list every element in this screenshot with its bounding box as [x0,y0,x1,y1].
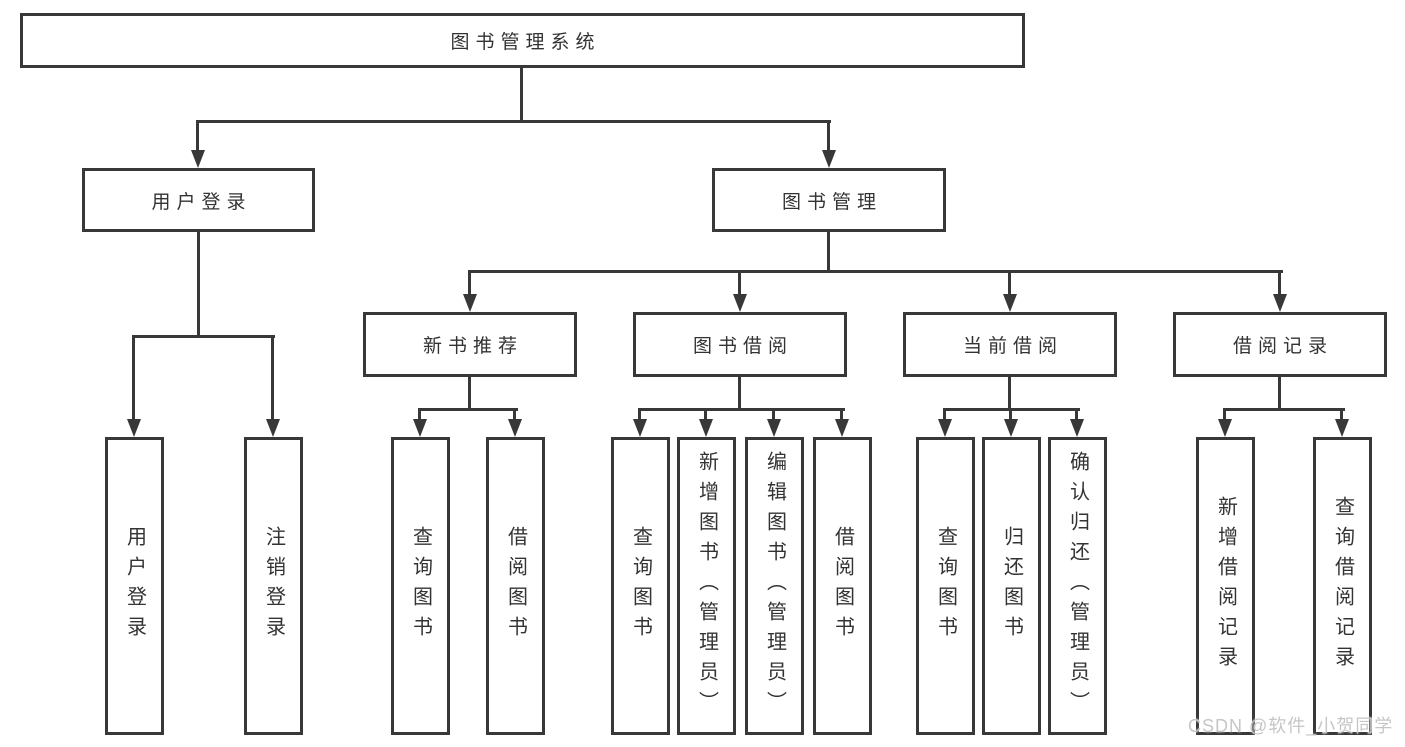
node-book-borrow-label: 图书借阅 [692,336,793,357]
arrow-to-query-borrow-record [1340,408,1343,419]
leaf-query-books-1-label: 查询图书 [409,526,432,646]
node-current-borrow: 当前借阅 [903,312,1117,377]
arrowhead [463,294,477,312]
node-book-borrow: 图书借阅 [633,312,847,377]
arrow-to-leaf-logout [271,335,274,419]
leaf-query-borrow-record-label: 查询借阅记录 [1331,496,1354,676]
arrow-to-add-books [704,408,707,419]
node-new-book-recommend-label: 新书推荐 [422,336,523,357]
node-root: 图书管理系统 [20,13,1025,68]
arrow-to-confirm-return [1075,408,1078,419]
leaf-query-books-3-label: 查询图书 [934,526,957,646]
arrowhead [938,419,952,437]
arrowhead [191,150,205,168]
arrow-to-edit-books [772,408,775,419]
arrow-to-query-books-1 [418,408,421,419]
node-user-login: 用户登录 [82,168,315,232]
leaf-query-books-1: 查询图书 [391,437,450,735]
connector-book-management-stub [827,232,830,270]
leaf-query-borrow-record: 查询借阅记录 [1313,437,1372,735]
connector-borrow-records-bar [1224,408,1345,411]
connector-new-book-recommend-stub [468,377,471,408]
leaf-confirm-return-admin: 确认归还（管理员） [1048,437,1107,735]
arrow-to-return-books [1009,408,1012,419]
leaf-query-books-3: 查询图书 [916,437,975,735]
arrowhead [733,294,747,312]
arrow-to-borrow-books-2 [840,408,843,419]
node-user-login-label: 用户登录 [151,191,252,213]
leaf-add-books-admin: 新增图书（管理员） [677,437,736,735]
connector-book-management-bar [469,270,1283,273]
leaf-return-books: 归还图书 [982,437,1041,735]
node-borrow-records-label: 借阅记录 [1232,336,1333,357]
connector-user-login-stub [197,232,200,335]
leaf-return-books-label: 归还图书 [1000,526,1023,646]
arrowhead [508,419,522,437]
arrowhead [699,419,713,437]
leaf-query-books-2-label: 查询图书 [629,526,652,646]
node-new-book-recommend: 新书推荐 [363,312,577,377]
arrow-to-book-management [827,120,830,150]
arrow-to-add-borrow-record [1223,408,1226,419]
arrow-to-current-borrow [1008,270,1011,294]
connector-root-bar [197,120,831,123]
arrowhead [1070,419,1084,437]
leaf-borrow-books-2-label: 借阅图书 [831,526,854,646]
leaf-logout-login: 注销登录 [244,437,303,735]
arrowhead [127,419,141,437]
leaf-borrow-books-1: 借阅图书 [486,437,545,735]
arrowhead [1273,294,1287,312]
node-book-management: 图书管理 [712,168,946,232]
node-current-borrow-label: 当前借阅 [962,336,1063,357]
leaf-add-books-admin-label: 新增图书（管理员） [695,451,718,721]
connector-book-borrow-stub [738,377,741,408]
leaf-borrow-books-2: 借阅图书 [813,437,872,735]
leaf-add-borrow-record: 新增借阅记录 [1196,437,1255,735]
leaf-edit-books-admin: 编辑图书（管理员） [745,437,804,735]
arrow-to-new-book-recommend [468,270,471,294]
node-root-label: 图书管理系统 [450,32,601,53]
leaf-borrow-books-1-label: 借阅图书 [504,526,527,646]
arrowhead [413,419,427,437]
arrow-to-borrow-records [1278,270,1281,294]
leaf-logout-login-label: 注销登录 [262,526,285,646]
connector-new-book-recommend-bar [419,408,518,411]
arrowhead [1218,419,1232,437]
leaf-user-login-label: 用户登录 [123,526,146,646]
arrowhead [1003,294,1017,312]
connector-current-borrow-stub [1008,377,1011,408]
leaf-edit-books-admin-label: 编辑图书（管理员） [763,451,786,721]
arrowhead [835,419,849,437]
leaf-user-login: 用户登录 [105,437,164,735]
arrow-to-book-borrow [738,270,741,294]
arrow-to-user-login [196,120,199,150]
arrowhead [1335,419,1349,437]
connector-root-stub [520,68,523,120]
arrowhead [1004,419,1018,437]
arrow-to-leaf-user-login [132,335,135,419]
arrow-to-query-books-2 [638,408,641,419]
leaf-confirm-return-admin-label: 确认归还（管理员） [1066,451,1089,721]
csdn-watermark: CSDN @软件_小贺同学 [1188,716,1394,736]
node-book-management-label: 图书管理 [781,191,882,213]
arrowhead [266,419,280,437]
connector-current-borrow-bar [944,408,1080,411]
arrowhead [822,150,836,168]
connector-borrow-records-stub [1278,377,1281,408]
leaf-query-books-2: 查询图书 [611,437,670,735]
node-borrow-records: 借阅记录 [1173,312,1387,377]
arrow-to-borrow-books-1 [513,408,516,419]
arrow-to-query-books-3 [943,408,946,419]
leaf-add-borrow-record-label: 新增借阅记录 [1214,496,1237,676]
connector-book-borrow-bar [639,408,845,411]
connector-user-login-bar [133,335,275,338]
arrowhead [767,419,781,437]
arrowhead [633,419,647,437]
